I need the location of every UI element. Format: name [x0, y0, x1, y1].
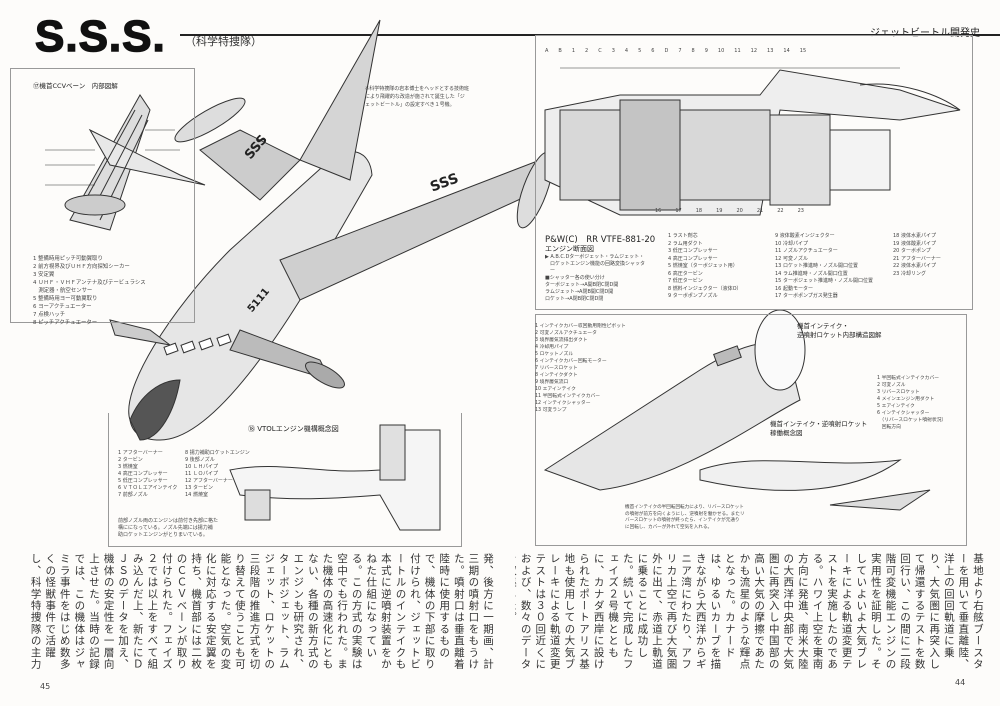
engine-note: ▶ A.B.C.Dターボジェット・ラムジェット・ ロケットエンジン機能の回路変換… [545, 254, 646, 302]
body-text-right-page: 基地より右舷ブースターを用いて垂直離陸、洋上の回回軌道に乗り、大気圏に再突入して… [515, 553, 984, 670]
intake-rocket-drawing [543, 309, 931, 511]
rocket-legend-left: 1 インテイクカバー収回動用剛性ピボット 2 可変ノズルアクチュエータ 3 境界… [535, 324, 626, 413]
engine-panel [535, 35, 973, 310]
rocket-title-1: 機首インテイク・ 逆噴射ロケット内部構造図解 [797, 322, 882, 339]
intake-rocket-panel [535, 314, 967, 546]
engine-callouts-bottom: 16 17 18 19 20 21 22 23 [655, 208, 804, 214]
callout: 5 [638, 48, 642, 54]
rocket-legend-right: 1 半回転式インテイクカバー 2 可変ノズル 3 リバースロケット 4 メインエ… [877, 376, 947, 430]
body-text-left-page: 発、後方に一期画、計三期の噴射口をもうけた。噴射口は垂直離着陸時に使用するもので… [30, 553, 494, 670]
vtol-legend-2: 8 揚力補助ロケットエンジン 9 後部ノズル 10 ＬＨパイプ 11 ＬＯパイプ… [185, 450, 250, 498]
callout: C [598, 48, 602, 54]
callout: 13 [767, 48, 774, 54]
aircraft-caption: ※科学特捜隊の岩本博士をヘッドとする技術班 により飛躍的な改造が施されて誕生した… [365, 86, 470, 108]
vtol-panel [108, 413, 462, 547]
callout: 20 [736, 208, 743, 214]
callout: 21 [756, 208, 764, 214]
vtol-engine-drawing [229, 424, 441, 531]
callout: 8 [691, 48, 695, 54]
engine-cross-section-drawing [544, 67, 961, 216]
callout: 4 [624, 48, 629, 54]
callout: 1 [571, 48, 576, 54]
callout: 10 [717, 48, 725, 54]
callout: D [664, 48, 669, 54]
callout: 15 [799, 48, 807, 54]
callout: 22 [777, 208, 784, 214]
callout: 12 [750, 48, 758, 54]
callout: 2 [585, 48, 589, 54]
section-title: ジェットビートル開発史 [870, 28, 980, 39]
vtol-legend-1: 1 アフターバーナー 2 タービン 3 燃焼室 4 高圧コンプレッサー 5 低圧… [118, 450, 178, 498]
callout: 16 [655, 208, 662, 214]
engine-subtitle: エンジン断面図 [545, 245, 594, 253]
vtol-title: ⑱ VTOLエンジン機構概念図 [248, 425, 339, 433]
rocket-title-2: 機首インテイク・逆噴射ロケット 稼働概念図 [770, 420, 868, 437]
ccv-caption: ⑰機首CCVベーン 内部図解 [33, 82, 118, 90]
callout: 14 [783, 48, 790, 54]
page-number-right: 44 [955, 678, 966, 687]
callout: 11 [734, 48, 741, 54]
callout: 19 [716, 208, 723, 214]
ccv-vane-drawing [45, 94, 206, 231]
callout: B [558, 48, 562, 54]
engine-legend-1: 1 ラスト剤芯 2 ラム用ダクト 3 低圧コンプレッサー 4 高圧コンプレッサー… [668, 233, 742, 299]
callout: 7 [678, 48, 682, 54]
callout: 17 [675, 208, 682, 214]
magazine-subtitle: （科学特捜隊） [185, 35, 262, 48]
callout: 18 [695, 208, 703, 214]
callout: 23 [797, 208, 804, 214]
engine-legend-3: 18 液体水素パイプ 19 液体酸素パイプ 20 ターボポンプ 21 アフターバ… [893, 233, 941, 277]
callout: 3 [611, 48, 615, 54]
ccv-vane-panel [10, 68, 195, 323]
callout: 6 [651, 48, 655, 54]
vtol-note: 前部ノズル両のエンジンは前付き先部に格た 構にになっている。ノズル先端には揚力補… [118, 518, 219, 538]
ccv-legend: 1 整備時用ピッチ可動翼取り 2 前方視界及びＵＨＦ方向探知シーカー 3 安定翼… [33, 256, 146, 326]
jet-beetle-drawing [109, 19, 554, 441]
engine-legend-2: 9 液体酸素インジェクター 10 冷却パイプ 11 ノズルアクチュエーター 12… [775, 233, 873, 299]
magazine-title: S.S.S. [34, 11, 166, 62]
page-number-left: 45 [40, 682, 51, 691]
callout: 9 [704, 48, 708, 54]
engine-title: P&W(C) RR VTFE-881-20 [545, 235, 656, 245]
callout: A [545, 48, 549, 54]
rocket-note: 機首インテイクの半回転回転力により、リバースロケット の噴射が前方を向くようにし… [625, 505, 745, 530]
